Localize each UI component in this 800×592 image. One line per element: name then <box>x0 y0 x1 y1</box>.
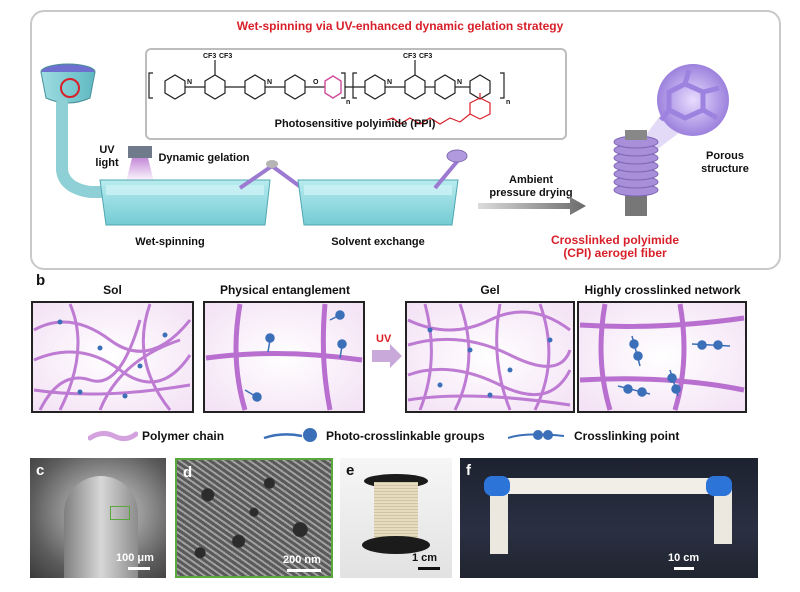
panel-e-spool-photo: e 1 cm <box>340 458 452 578</box>
fiber-tip-shape <box>64 476 138 578</box>
panel-c-scale-bar <box>128 567 150 570</box>
left-glove <box>484 476 510 496</box>
chem-label-cf3-1: CF3 <box>203 53 216 60</box>
chem-label-n-2: N <box>267 79 272 86</box>
panel-d-sem-image: d 200 nm <box>175 458 333 578</box>
chem-label-cf3-3: CF3 <box>403 53 416 60</box>
cpi-product-label: Crosslinked polyimide (CPI) aerogel fibe… <box>550 233 680 260</box>
chem-label-n-1: N <box>187 79 192 86</box>
panel-d-scale-label: 200 nm <box>283 554 321 566</box>
legend-photo-group-icon <box>263 428 317 442</box>
chem-label-n-index-2: n <box>506 99 510 106</box>
panel-c-sem-image: c 100 μm <box>30 458 166 578</box>
panel-f-letter: f <box>466 462 471 479</box>
spinning-apparatus <box>40 63 468 226</box>
fabric-right-drape <box>714 488 732 544</box>
panel-b-stages: UV <box>31 301 747 413</box>
panel-c-scale-label: 100 μm <box>116 552 154 564</box>
legend-crosslinking-point: Crosslinking point <box>574 429 680 443</box>
panel-c-letter: c <box>36 462 45 479</box>
dynamic-gelation-label: Dynamic gelation <box>158 152 250 164</box>
fabric-left-drape <box>490 488 508 554</box>
chem-label-cf3-4: CF3 <box>419 53 432 60</box>
zoom-region-box <box>110 506 130 520</box>
drying-arrow <box>478 197 586 215</box>
porous-structure-label: Porous structure <box>701 150 749 175</box>
panel-e-scale-label: 1 cm <box>412 552 438 564</box>
chem-label-n-3: N <box>387 79 392 86</box>
spool-yarn <box>374 482 418 542</box>
panel-f-scale-label: 10 cm <box>668 552 700 564</box>
spool-bottom-flange <box>362 536 430 554</box>
panel-b-letter: b <box>36 272 46 289</box>
stage-sol-title: Sol <box>103 283 122 297</box>
aerogel-fabric-strip <box>490 478 730 494</box>
aerogel-fiber-illustration <box>613 64 729 216</box>
legend-polymer-chain-icon <box>88 430 138 442</box>
panel-d-scale-bar <box>287 569 321 572</box>
stage-network-title: Highly crosslinked network <box>584 283 741 297</box>
chem-label-n-4: N <box>457 79 462 86</box>
ambient-drying-label: Ambient pressure drying <box>489 174 573 199</box>
chem-structure-drawing: CF3 CF3 CF3 CF3 N N N N O n n <box>148 53 510 125</box>
panel-e-letter: e <box>346 462 355 479</box>
chem-caption: Photosensitive polyimide (PPI) <box>274 118 436 130</box>
solvent-exchange-label: Solvent exchange <box>331 236 425 248</box>
panel-d-letter: d <box>183 464 193 481</box>
legend-crosslink-icon <box>507 430 565 440</box>
legend-photo-groups: Photo-crosslinkable groups <box>326 429 485 443</box>
chem-label-n-index-1: n <box>346 99 350 106</box>
uv-arrow-label: UV <box>376 333 392 345</box>
uv-light-label: UV light <box>95 144 119 169</box>
stage-physical-title: Physical entanglement <box>219 283 351 297</box>
panel-a-title: Wet-spinning via UV-enhanced dynamic gel… <box>236 19 564 33</box>
panel-f-scale-bar <box>674 567 694 570</box>
legend-polymer-chain: Polymer chain <box>142 429 225 443</box>
wet-spinning-label: Wet-spinning <box>135 236 205 248</box>
stage-gel-title: Gel <box>480 283 500 297</box>
right-glove <box>706 476 732 496</box>
panel-f-photo: f 10 cm <box>460 458 758 578</box>
chem-label-cf3-2: CF3 <box>219 53 232 60</box>
panel-e-scale-bar <box>418 567 440 570</box>
chem-label-o: O <box>313 79 319 86</box>
